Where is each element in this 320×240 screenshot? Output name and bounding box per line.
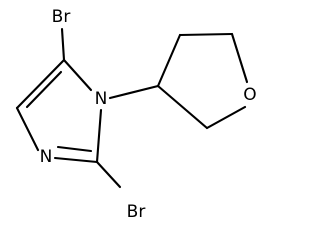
- bond-c2-c3: [156, 84, 209, 130]
- bond-n3-c2-double: [56, 145, 93, 153]
- bond-c3-c4: [156, 33, 182, 88]
- bond-n3-c2: [53, 156, 99, 164]
- bond-o-c2: [205, 105, 247, 130]
- atom-label-nitrogen-n3: N: [40, 147, 53, 167]
- bond-c5-o: [230, 32, 249, 84]
- atom-label-bromine-top: Br: [52, 7, 71, 27]
- bond-c2-n1: [95, 108, 103, 164]
- atom-label-oxygen: O: [243, 85, 256, 105]
- molecule-structure-diagram: Br N N Br O: [15, 7, 257, 222]
- atom-label-bromine-bottom: Br: [127, 202, 146, 222]
- bond-c5-c4: [15, 58, 66, 110]
- bond-c5-br: [60, 27, 66, 62]
- bond-c4-n3: [15, 106, 40, 152]
- bond-c5-c4-double: [25, 70, 63, 109]
- bond-c2-br: [95, 160, 122, 189]
- bond-c4-c5: [178, 32, 234, 37]
- bond-n1-c3: [108, 84, 160, 100]
- atom-label-nitrogen-n1: N: [95, 89, 108, 109]
- bond-c5-n1: [62, 58, 93, 92]
